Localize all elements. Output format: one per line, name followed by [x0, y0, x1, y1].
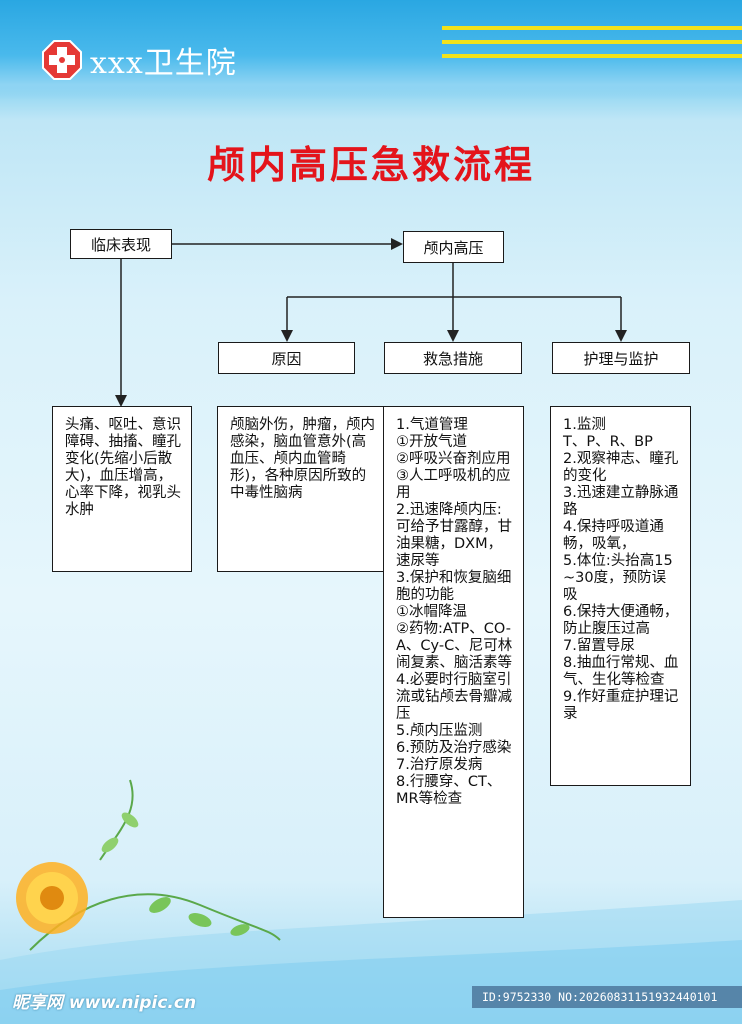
header-stripe	[442, 54, 742, 58]
cause-label: 原因	[271, 349, 302, 368]
clinical-label-box: 临床表现	[70, 229, 172, 259]
clinical-text: 头痛、呕吐、意识障碍、抽搐、瞳孔变化(先缩小后散大)，血压增高，心率下降，视乳头…	[65, 417, 181, 518]
care-item: 9.作好重症护理记录	[563, 689, 679, 722]
icp-label-box: 颅内高压	[403, 231, 504, 263]
clinical-text-box: 头痛、呕吐、意识障碍、抽搐、瞳孔变化(先缩小后散大)，血压增高，心率下降，视乳头…	[52, 406, 192, 572]
header-stripe	[442, 26, 742, 30]
rescue-item: 8.行腰穿、CT、MR等检查	[396, 774, 502, 807]
clinical-label: 临床表现	[90, 235, 151, 254]
rescue-item: ③人工呼吸机的应用	[396, 468, 511, 501]
sunflower-icon	[16, 862, 88, 934]
red-cross-logo-icon	[42, 40, 82, 80]
cause-label-box: 原因	[218, 342, 355, 374]
care-item: T、P、R、BP	[563, 434, 653, 450]
rescue-item: 4.必要时行脑室引流或钻颅去骨瓣减压	[396, 672, 512, 722]
care-label-box: 护理与监护	[552, 342, 690, 374]
rescue-label-box: 救急措施	[384, 342, 522, 374]
care-item: 6.保持大便通畅，防止腹压过高	[563, 604, 679, 637]
cause-text-box: 颅脑外伤，肿瘤，颅内感染，脑血管意外(高血压、颅内血管畸形)，各种原因所致的中毒…	[217, 406, 386, 572]
rescue-item: ②药物:ATP、CO-A、Cy-C、尼可林闹复素、脑活素等	[396, 621, 513, 671]
rescue-item: ②呼吸兴奋剂应用	[396, 451, 511, 467]
rescue-item: 3.保护和恢复脑细胞的功能	[396, 570, 512, 603]
care-item: 4.保持呼吸道通畅，吸氧，	[563, 519, 664, 552]
care-item: 7.留置导尿	[563, 638, 635, 654]
header-band	[0, 0, 742, 100]
rescue-item: 7.治疗原发病	[396, 757, 483, 773]
hospital-name: xxx卫生院	[90, 46, 237, 81]
rescue-item: 2.迅速降颅内压:可给予甘露醇，甘油果糖，DXM，速尿等	[396, 502, 512, 569]
care-label: 护理与监护	[583, 349, 659, 368]
rescue-label: 救急措施	[422, 349, 483, 368]
rescue-item: 1.气道管理	[396, 417, 468, 433]
rescue-item: ①冰帽降温	[396, 604, 467, 620]
cause-text: 颅脑外伤，肿瘤，颅内感染，脑血管意外(高血压、颅内血管畸形)，各种原因所致的中毒…	[230, 417, 375, 501]
rescue-item: ①开放气道	[396, 434, 467, 450]
care-item: 5.体位:头抬高15~30度，预防误吸	[563, 553, 673, 603]
page-title: 颅内高压急救流程	[206, 143, 535, 187]
image-id-label: ID:9752330 NO:20260831151932440101	[472, 986, 742, 1008]
rescue-text-box: 1.气道管理 ①开放气道 ②呼吸兴奋剂应用 ③人工呼吸机的应用 2.迅速降颅内压…	[383, 406, 524, 918]
rescue-item: 6.预防及治疗感染	[396, 740, 512, 756]
care-item: 3.迅速建立静脉通路	[563, 485, 679, 518]
care-text-box: 1.监测 T、P、R、BP 2.观察神志、瞳孔的变化 3.迅速建立静脉通路 4.…	[550, 406, 691, 786]
watermark-site: 昵享网 www.nipic.cn	[12, 993, 197, 1013]
rescue-item: 5.颅内压监测	[396, 723, 483, 739]
care-item: 2.观察神志、瞳孔的变化	[563, 451, 679, 484]
care-item: 1.监测	[563, 417, 606, 433]
icp-label: 颅内高压	[423, 238, 484, 257]
care-item: 8.抽血行常规、血气、生化等检查	[563, 655, 679, 688]
header-stripe	[442, 40, 742, 44]
